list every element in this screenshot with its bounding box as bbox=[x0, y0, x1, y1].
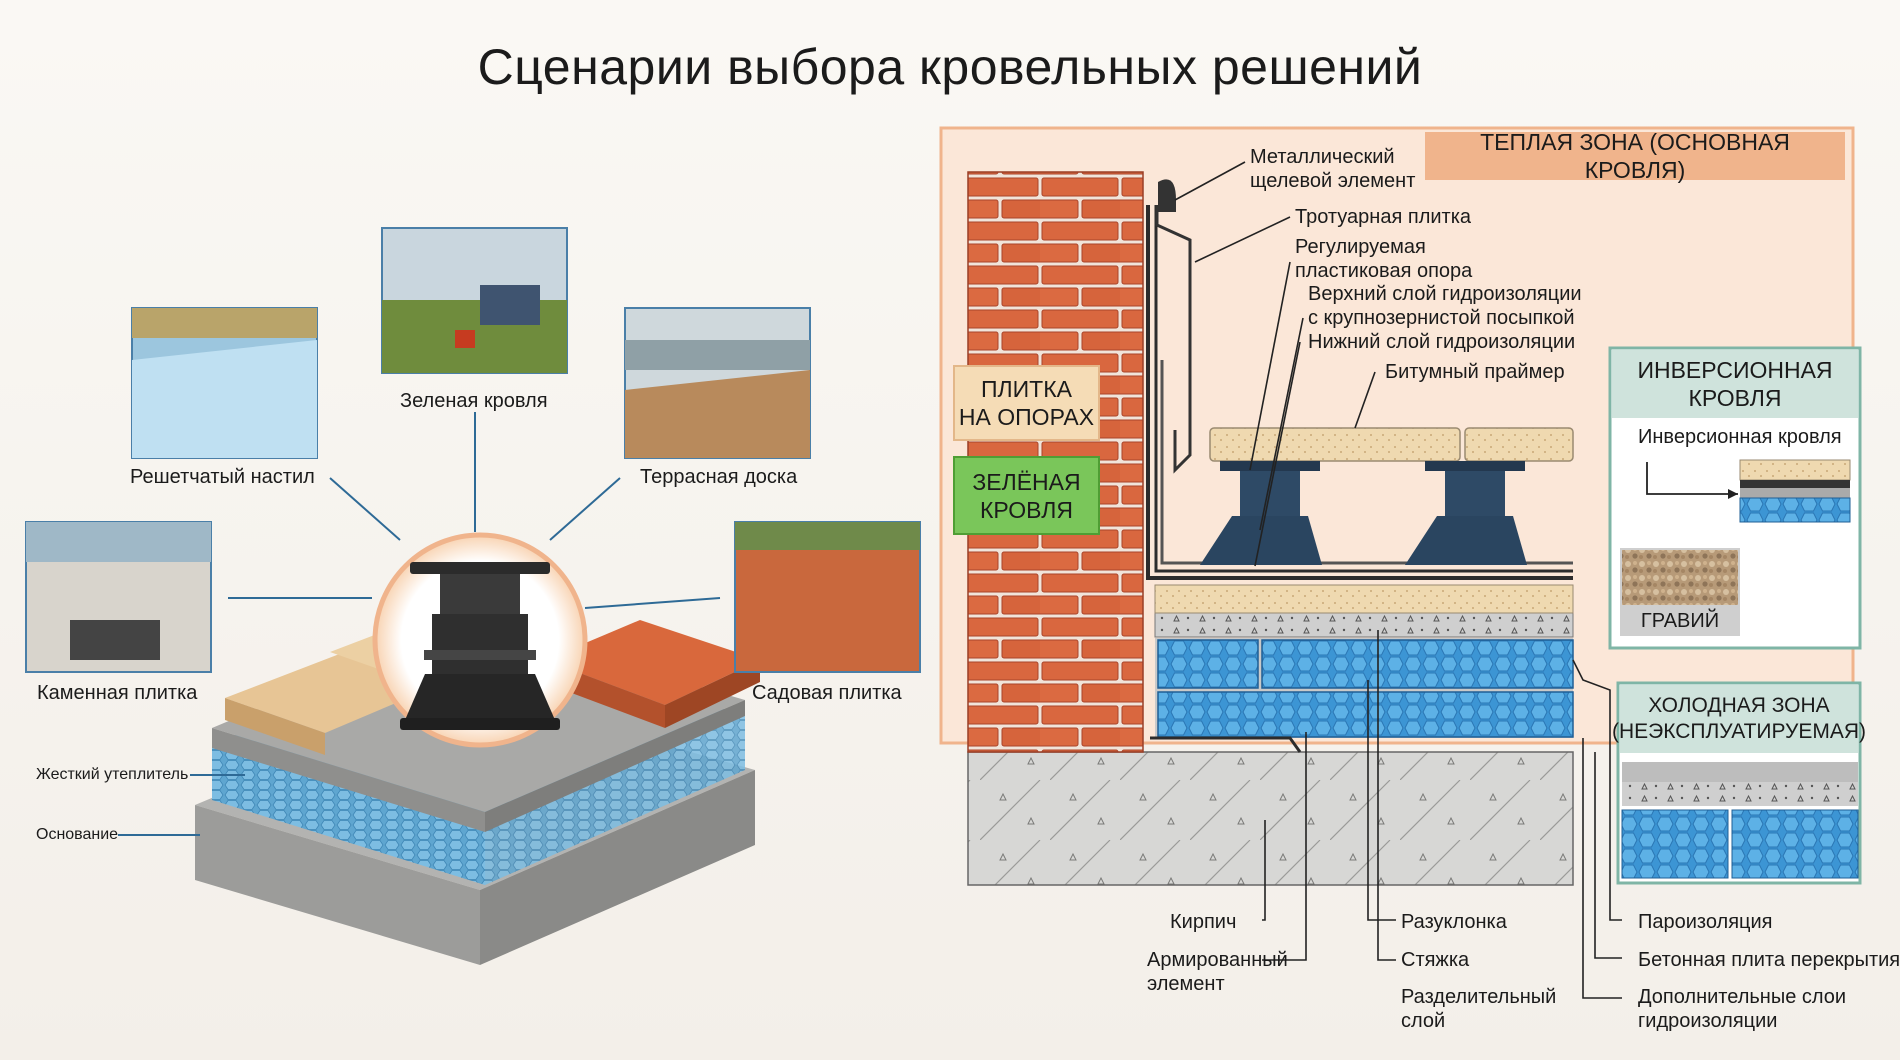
reinforced-line1: Армированный bbox=[1147, 949, 1288, 971]
stone-tile-edge bbox=[225, 698, 325, 755]
green-roof-box: ЗЕЛЁНАЯ КРОВЛЯ bbox=[953, 456, 1100, 535]
adjustable-support-line1: Регулируемая bbox=[1295, 236, 1426, 258]
page-title: Сценарии выбора кровельных решений bbox=[477, 39, 1423, 95]
screed-label: Стяжка bbox=[1401, 949, 1470, 971]
separating-line1: Разделительный bbox=[1401, 986, 1557, 1008]
upper-waterproof-line1: Верхний слой гидроизоляции bbox=[1308, 283, 1582, 305]
base-label: Основание bbox=[36, 826, 119, 843]
insulation-right bbox=[485, 715, 745, 885]
photo-green-roof bbox=[381, 227, 568, 374]
left-leaders bbox=[118, 412, 721, 836]
warm-zone-header: ТЕПЛАЯ ЗОНА (ОСНОВНАЯ КРОВЛЯ) bbox=[1480, 129, 1790, 183]
membrane-side bbox=[485, 700, 745, 832]
adjustable-support-line2: пластиковая опора bbox=[1295, 260, 1473, 282]
support-medallion bbox=[372, 532, 588, 748]
grating-deck-label: Решетчатый настил bbox=[130, 466, 315, 488]
tile-on-supports-line2: НА ОПОРАХ bbox=[958, 404, 1095, 430]
separating-line2: слой bbox=[1401, 1010, 1446, 1032]
inversion-title-line1: ИНВЕРСИОННАЯ bbox=[1637, 357, 1833, 383]
tile-on-supports-box: ПЛИТКА НА ОПОРАХ bbox=[953, 365, 1100, 441]
base-slab-right bbox=[480, 770, 755, 965]
garden-tile-side bbox=[665, 660, 760, 728]
screed-layer bbox=[1154, 612, 1574, 638]
concrete-slab-label: Бетонная плита перекрытия bbox=[1638, 949, 1900, 971]
insulation-boards bbox=[1155, 638, 1574, 738]
green-roof-line1: ЗЕЛЁНАЯ bbox=[972, 468, 1081, 495]
photo-garden-tile bbox=[734, 521, 921, 673]
slope-label: Разуклонка bbox=[1401, 911, 1507, 933]
garden-tile bbox=[545, 620, 760, 705]
cold-zone-panel bbox=[1616, 681, 1862, 885]
metal-slot-element bbox=[1158, 179, 1176, 212]
photo-stone-tile bbox=[25, 521, 212, 673]
vapor-label: Пароизоляция bbox=[1638, 911, 1773, 933]
brick-label: Кирпич bbox=[1170, 911, 1237, 933]
cold-zone-line2: (НЕЭКСПЛУАТИРУЕМАЯ) bbox=[1611, 720, 1867, 743]
paving-tile-label: Тротуарная плитка bbox=[1295, 206, 1472, 228]
bitumen-primer-label: Битумный праймер bbox=[1385, 361, 1565, 383]
primer-layer bbox=[1154, 584, 1574, 614]
gravel-label: ГРАВИЙ bbox=[1640, 610, 1720, 632]
inversion-title: ИНВЕРСИОННАЯ КРОВЛЯ bbox=[1612, 352, 1858, 416]
tile-on-supports-line1: ПЛИТКА bbox=[981, 376, 1072, 402]
metal-flashing bbox=[1155, 205, 1192, 474]
photo-terrace-board bbox=[624, 307, 811, 459]
cold-zone-title: ХОЛОДНАЯ ЗОНА (НЕЭКСПЛУАТИРУЕМАЯ) bbox=[1612, 687, 1866, 751]
green-roof-label: Зеленая кровля bbox=[400, 390, 548, 412]
stone-tile-label: Каменная плитка bbox=[37, 682, 198, 704]
metal-slot-line1: Металлический bbox=[1250, 146, 1395, 168]
cold-zone-line1: ХОЛОДНАЯ ЗОНА bbox=[1648, 694, 1830, 717]
insulation-left bbox=[212, 745, 485, 885]
rigid-insulation-label: Жесткий утеплитель bbox=[36, 766, 189, 783]
extra-layers-line2: гидроизоляции bbox=[1638, 1010, 1778, 1032]
paving-tiles bbox=[1209, 427, 1574, 462]
reinforced-line2: элемент bbox=[1147, 973, 1225, 995]
inversion-panel bbox=[1608, 346, 1862, 650]
lower-waterproof-label: Нижний слой гидроизоляции bbox=[1308, 331, 1576, 353]
right-leaders bbox=[1174, 161, 1622, 999]
concrete-slab bbox=[967, 751, 1574, 886]
photo-grating-deck bbox=[131, 307, 318, 459]
green-roof-line2: КРОВЛЯ bbox=[980, 496, 1073, 523]
extra-layers-line1: Дополнительные слои bbox=[1638, 986, 1847, 1008]
upper-waterproof-line2: с крупнозернистой посыпкой bbox=[1308, 307, 1575, 329]
inversion-title-line2: КРОВЛЯ bbox=[1688, 385, 1782, 411]
membrane-front bbox=[212, 728, 485, 832]
garden-tile-label: Садовая плитка bbox=[752, 682, 902, 704]
inversion-roof-label: Инверсионная кровля bbox=[1638, 426, 1842, 448]
base-slab-left bbox=[195, 805, 480, 965]
terrace-board-label: Террасная доска bbox=[640, 466, 798, 488]
metal-slot-line2: щелевой элемент bbox=[1250, 170, 1416, 192]
